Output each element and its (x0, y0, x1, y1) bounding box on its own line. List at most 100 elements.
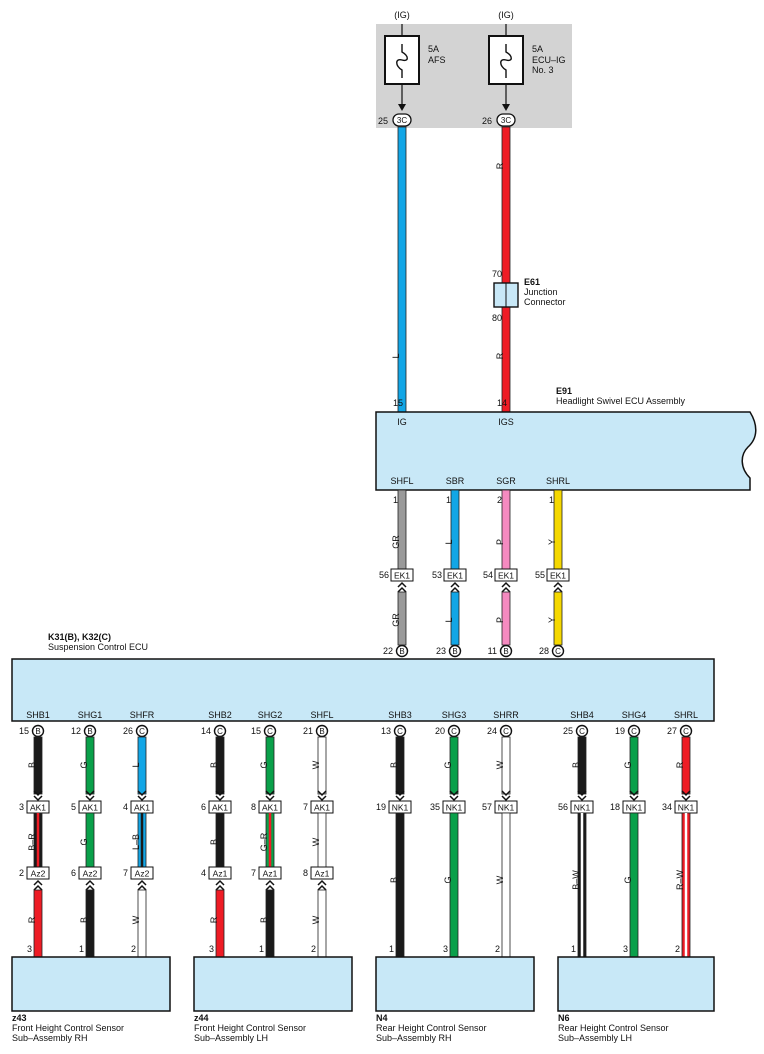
connector-chevron (317, 884, 327, 891)
susp-ecu-id: K31(B), K32(C) (48, 632, 111, 642)
wire (397, 126, 407, 413)
connector-chevron (215, 795, 225, 802)
wire (450, 489, 460, 570)
connector-chevron (265, 790, 275, 797)
sensor-box (557, 956, 715, 1012)
connector-chevron (85, 790, 95, 797)
wire (501, 126, 511, 284)
connector-label: EK1 (550, 571, 566, 581)
pin-name: SGR (496, 476, 516, 486)
connector-chevron (317, 879, 327, 886)
connector-chevron (501, 581, 511, 588)
connector-box (390, 568, 414, 582)
pin-connector-letter: B (503, 647, 508, 656)
pin-number: 26 (482, 116, 492, 126)
connector-pin: 6 (201, 802, 206, 812)
pin-number: 28 (539, 646, 549, 656)
fuse-rating: 5A (428, 44, 439, 54)
connector-label: NK1 (498, 803, 515, 813)
sensor-pin: 2 (495, 944, 500, 954)
sensor-pin: 3 (27, 944, 32, 954)
pin-circle (395, 644, 409, 658)
connector-box (208, 866, 232, 880)
pin-name: SHFR (130, 710, 155, 720)
pin-circle (627, 724, 641, 738)
connector-chevron (33, 790, 43, 797)
sensor-name: Rear Height Control Sensor (558, 1023, 669, 1033)
wire-color-code: B (209, 762, 219, 768)
wire (629, 812, 639, 958)
wire-color-code: L (444, 617, 454, 622)
sensor-name: Front Height Control Sensor (12, 1023, 124, 1033)
pin-connector-letter: B (399, 647, 404, 656)
wire-color-code: W (495, 760, 505, 769)
connector-pin: 55 (535, 570, 545, 580)
connector-label: NK1 (574, 803, 591, 813)
connector-pin: 57 (482, 802, 492, 812)
connector-chevron (265, 879, 275, 886)
sensor-name: Sub–Assembly LH (194, 1033, 268, 1043)
wire-color-code: Y (547, 539, 557, 545)
pin-number: 13 (381, 726, 391, 736)
fuse-name: AFS (428, 55, 446, 65)
wire-color-code: B (571, 762, 581, 768)
pin-number: 27 (667, 726, 677, 736)
connector-chevron (449, 790, 459, 797)
wire-color-code: G (79, 761, 89, 768)
sensor-name: Sub–Assembly LH (558, 1033, 632, 1043)
wire-color-code: G (623, 876, 633, 883)
connector-pin: 19 (376, 802, 386, 812)
pin-circle (575, 724, 589, 738)
pin-number: 20 (435, 726, 445, 736)
pin-connector-letter: C (267, 727, 273, 736)
pin-name: SHG4 (622, 710, 647, 720)
connector-chevron (553, 581, 563, 588)
connector-pin: 6 (71, 868, 76, 878)
pin-circle (447, 724, 461, 738)
connector-chevron (577, 795, 587, 802)
connector-pin: 4 (201, 868, 206, 878)
connector-label: Az1 (213, 869, 228, 879)
connector-chevron (501, 586, 511, 593)
pin-name: SHG3 (442, 710, 467, 720)
sensor-id: z44 (194, 1013, 209, 1023)
swivel-ecu-name: Headlight Swivel ECU Assembly (556, 396, 686, 406)
susp-ecu-name: Suspension Control ECU (48, 642, 148, 652)
pin-connector-letter: C (397, 727, 403, 736)
junction-name: Junction (524, 287, 558, 297)
connector-chevron (395, 790, 405, 797)
pin-circle (499, 724, 513, 738)
pin-connector-letter: C (683, 727, 689, 736)
connector-chevron (137, 795, 147, 802)
pin-name: IGS (498, 417, 514, 427)
sensor-pin: 3 (209, 944, 214, 954)
connector-label: Az2 (135, 869, 150, 879)
fuse-supply: (IG) (394, 10, 410, 20)
wire-color-code: R (209, 916, 219, 923)
fuse-supply: (IG) (498, 10, 514, 20)
pin-connector-letter: C (451, 727, 457, 736)
connector-label: AK1 (30, 803, 46, 813)
connector-chevron (629, 795, 639, 802)
sensor-pin: 2 (311, 944, 316, 954)
connector-chevron (501, 790, 511, 797)
connector-chevron (449, 795, 459, 802)
connector-chevron (397, 581, 407, 588)
swivel-ecu-box (375, 411, 757, 491)
fuse-element (500, 44, 512, 78)
connector-chevron (33, 879, 43, 886)
connector-label: Az2 (83, 869, 98, 879)
connector-box (310, 866, 334, 880)
pin-number: 15 (19, 726, 29, 736)
fuse-name: No. 3 (532, 65, 554, 75)
wire-color-code: B (209, 839, 219, 845)
sensor-name: Rear Height Control Sensor (376, 1023, 487, 1033)
wire (397, 489, 407, 570)
pin-name: SHRL (546, 476, 570, 486)
wire-color-code: G (443, 761, 453, 768)
connector-chevron (265, 795, 275, 802)
connector-chevron (85, 795, 95, 802)
pin-circle (551, 644, 565, 658)
wire (395, 812, 405, 958)
pin-circle (83, 724, 97, 738)
